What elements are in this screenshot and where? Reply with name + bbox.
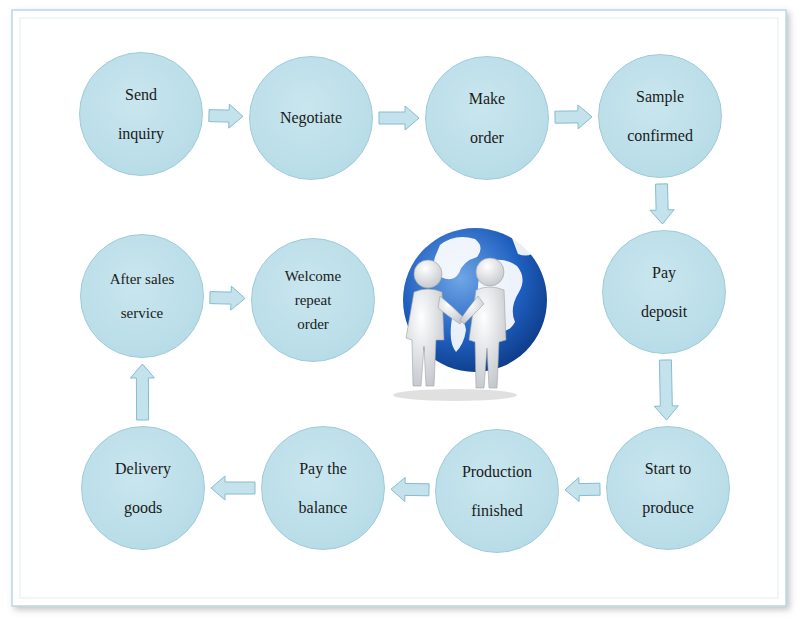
node-label: Send inquiry [113,75,169,153]
process-circle: Pay deposit [602,230,726,354]
flow-arrow [211,476,255,500]
node-label: Pay the balance [291,449,355,527]
process-circle: Negotiate [249,56,373,180]
process-circle: Make order [425,56,549,180]
process-circle: Pay the balance [261,426,385,550]
flow-arrow [379,106,419,130]
process-circle: Welcome repeat order [251,238,375,362]
node-label: Make order [462,79,512,157]
text-wrap: After sales service [100,262,184,331]
process-circle: Start to produce [606,426,730,550]
text-wrap: Negotiate [280,99,342,137]
text-wrap: Send inquiry [113,75,169,153]
node-label: Welcome repeat order [278,264,348,336]
process-circle: Send inquiry [79,52,203,176]
flow-arrow [650,184,674,224]
node-label: Delivery goods [108,449,178,527]
process-circle: Delivery goods [81,426,205,550]
text-wrap: Start to produce [634,449,702,527]
text-wrap: Production finished [455,452,539,530]
node-label: Sample confirmed [620,77,700,155]
text-wrap: Delivery goods [108,449,178,527]
process-circle: Sample confirmed [598,54,722,178]
flow-arrow [209,104,243,128]
node-label: Start to produce [634,449,702,527]
node-label: Pay deposit [636,253,692,331]
text-wrap: Pay the balance [291,449,355,527]
process-circle: Production finished [435,429,559,553]
text-wrap: Pay deposit [636,253,692,331]
text-wrap: Welcome repeat order [278,264,348,336]
flow-arrow [391,477,429,501]
flow-arrow [210,286,245,310]
text-wrap: Sample confirmed [620,77,700,155]
process-circle: After sales service [80,234,204,358]
node-label: After sales service [100,262,184,331]
text-wrap: Make order [462,79,512,157]
flow-arrow [130,364,154,420]
node-label: Negotiate [280,99,342,137]
node-label: Production finished [455,452,539,530]
flow-arrow [555,105,592,129]
flow-arrow [654,360,678,420]
flow-arrow [565,478,600,502]
